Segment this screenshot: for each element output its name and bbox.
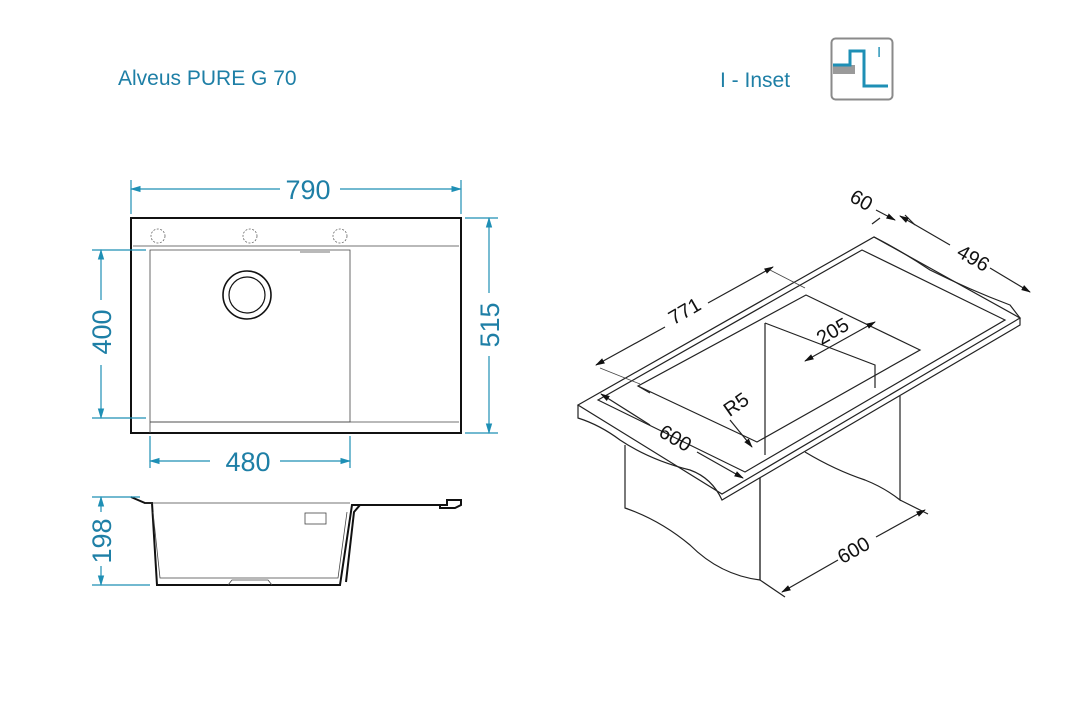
tap-hole-1 (150, 228, 166, 244)
iso-view: 60 496 771 205 R5 600 600 (576, 186, 1031, 598)
dim-iso-600-front: 600 (655, 421, 695, 457)
sink-rim-iso (596, 249, 1007, 473)
dim-iso-771: 771 (665, 294, 705, 330)
product-title: Alveus PURE G 70 (118, 67, 297, 90)
drain-inner (228, 276, 266, 314)
dim-iso-600-cabinet: 600 (834, 533, 874, 569)
inset-mount-icon: I (830, 37, 894, 101)
cabinet-left-panel (624, 445, 761, 581)
dim-iso-205: 205 (813, 314, 853, 350)
dim-iso-60: 60 (846, 186, 876, 216)
tap-hole-2 (242, 228, 258, 244)
dim-bowl-height: 198 (87, 518, 117, 563)
overflow-slot (304, 512, 327, 525)
mounting-type-label: I - Inset (720, 69, 791, 92)
side-view: 198 (87, 495, 462, 587)
dim-iso-496: 496 (953, 241, 993, 277)
dim-bowl-width: 480 (225, 447, 270, 477)
sink-outline-top (130, 217, 462, 434)
dim-overall-width: 790 (285, 175, 330, 205)
cabinet-right-panel (804, 396, 901, 502)
tap-hole-3 (332, 228, 348, 244)
sink-profile (130, 496, 462, 586)
dim-bowl-depth: 400 (87, 309, 117, 354)
dim-overall-depth: 515 (475, 302, 505, 347)
dim-iso-r5: R5 (720, 389, 754, 422)
bowl-opening (636, 294, 922, 443)
top-view: 790 515 400 480 (87, 175, 505, 477)
drain-outer (222, 270, 272, 320)
mount-icon-letter: I (877, 44, 881, 61)
